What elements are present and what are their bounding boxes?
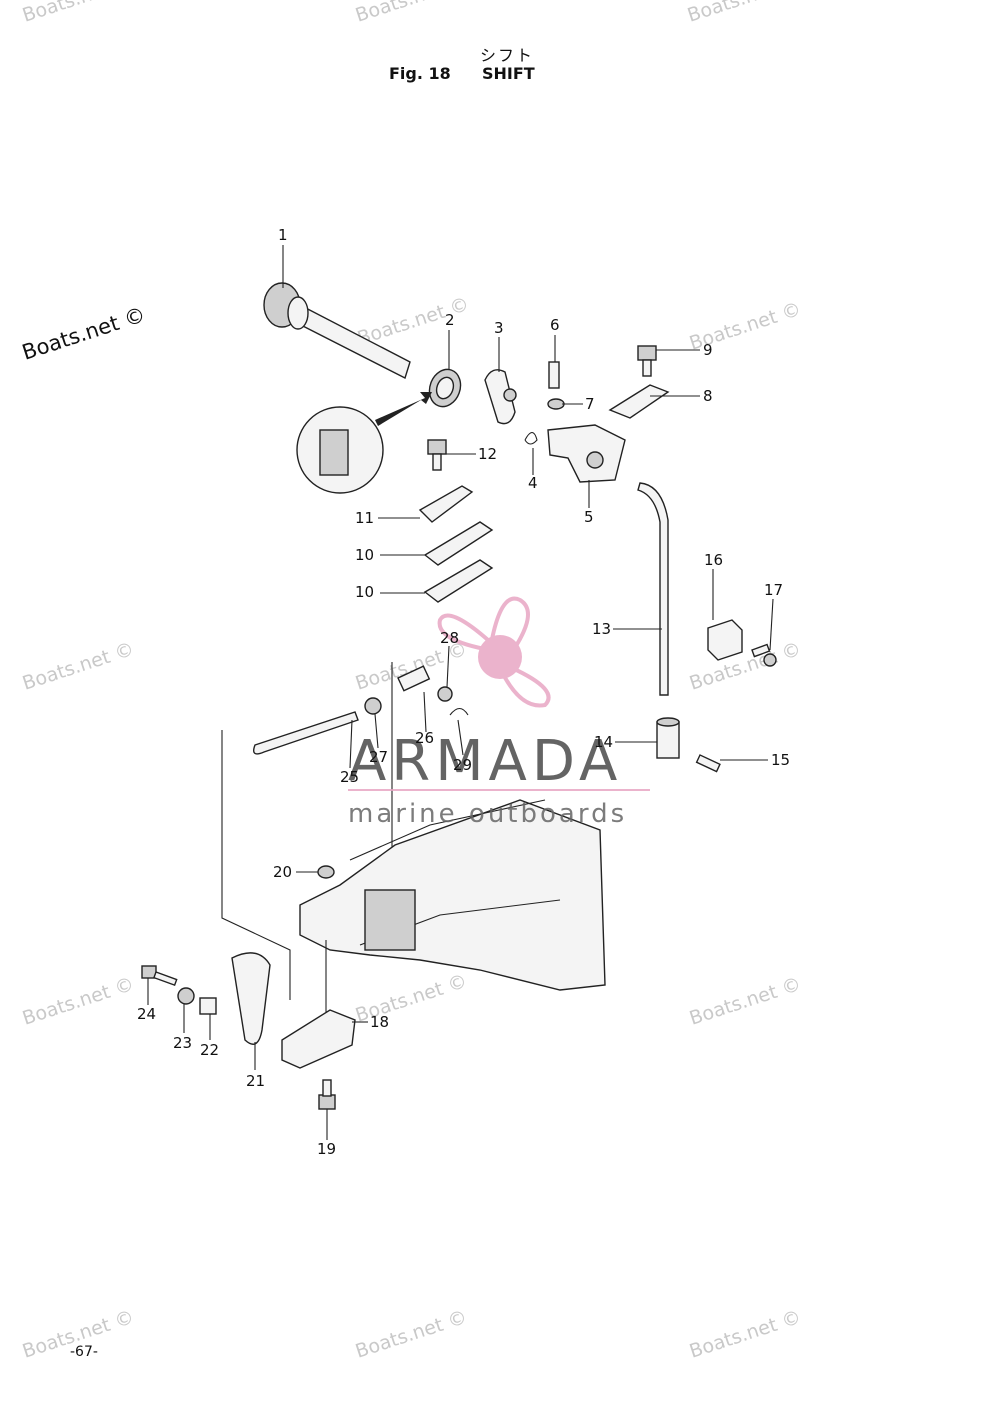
callout-23: 23 [173,1034,192,1052]
part-24-bolt [141,965,178,987]
watermark: Boats.net © [685,0,802,27]
callout-11: 11 [355,509,374,527]
callout-8: 8 [703,387,713,405]
callout-15: 15 [771,751,790,769]
watermark: Boats.net © [353,0,470,27]
callout-16: 16 [704,551,723,569]
callout-27: 27 [369,748,388,766]
part-20-nut [317,865,335,879]
part-12-bolt [427,439,447,471]
part-23-washer [177,987,195,1005]
part-18-bracket [281,1009,356,1069]
callout-13: 13 [592,620,611,638]
detail-inset [296,392,432,494]
callout-17: 17 [764,581,783,599]
callout-29: 29 [453,756,472,774]
part-11-plate [418,485,474,523]
callout-18: 18 [370,1013,389,1031]
callout-5: 5 [584,508,594,526]
callout-10a: 10 [355,546,374,564]
callout-4: 4 [528,474,538,492]
callout-1: 1 [278,226,288,244]
leader-lines [147,245,774,1140]
part-1-shift-rod [263,282,411,379]
part-16-block [707,619,743,661]
part-17-screw [751,643,777,667]
callout-10b: 10 [355,583,374,601]
watermark: Boats.net © [353,1306,470,1363]
watermark-main: Boats.net © [19,302,148,364]
propeller-hub-icon [478,635,522,679]
watermark: Boats.net © [687,638,804,695]
callout-2: 2 [445,311,455,329]
callout-9: 9 [703,341,713,359]
part-10-plate-lower [423,559,494,603]
part-10-plate-upper [423,521,494,566]
part-21-lever [231,952,271,1045]
part-19-bolt [318,1079,336,1110]
part-13-rod [637,482,669,696]
armada-logo: ARMADA marine outboards [348,596,650,829]
part-8-plate [608,384,670,419]
callout-12: 12 [478,445,497,463]
page-header: シフト Fig. 18 SHIFT [0,38,1000,88]
part-4-clip [524,431,538,445]
callout-14: 14 [594,733,613,751]
callout-3: 3 [494,319,504,337]
propeller-icon [437,596,551,708]
callout-21: 21 [246,1072,265,1090]
part-2-seal [428,368,462,408]
figure-number: Fig. 18 [389,64,451,83]
mounting-frame [221,662,606,1000]
part-22-collar [199,997,217,1015]
callout-26: 26 [415,729,434,747]
part-28-washer [437,686,453,702]
part-15-screw [695,754,721,773]
part-3-lever [484,369,517,425]
watermark: Boats.net © [20,0,137,27]
callout-7: 7 [585,395,595,413]
part-9-bolt [637,345,657,377]
watermark: Boats.net © [687,1306,804,1363]
part-6-bolt [548,361,560,389]
part-14-joint [656,717,680,759]
part-25-l-rod [252,711,359,755]
part-29-clip [449,707,469,716]
watermark: Boats.net © [687,973,804,1030]
callout-22: 22 [200,1041,219,1059]
callout-19: 19 [317,1140,336,1158]
callout-20: 20 [273,863,292,881]
part-26-pin [397,665,431,692]
part-5-bracket [547,424,626,483]
callout-28: 28 [440,629,459,647]
title-japanese: シフト [480,46,535,65]
title-english: SHIFT [482,64,535,83]
part-7-washer [547,398,565,410]
callout-24: 24 [137,1005,156,1023]
callout-6: 6 [550,316,560,334]
part-27-nut [364,697,382,715]
watermark: Boats.net © [20,638,137,695]
callout-labels: 1 2 3 4 5 6 7 8 9 10 10 11 12 13 14 15 1… [137,226,790,1158]
watermark: Boats.net © [20,973,137,1030]
callout-25: 25 [340,768,359,786]
logo-subtitle: marine outboards [348,799,627,829]
page-number: -67- [70,1344,98,1360]
logo-word: ARMADA [348,729,622,794]
